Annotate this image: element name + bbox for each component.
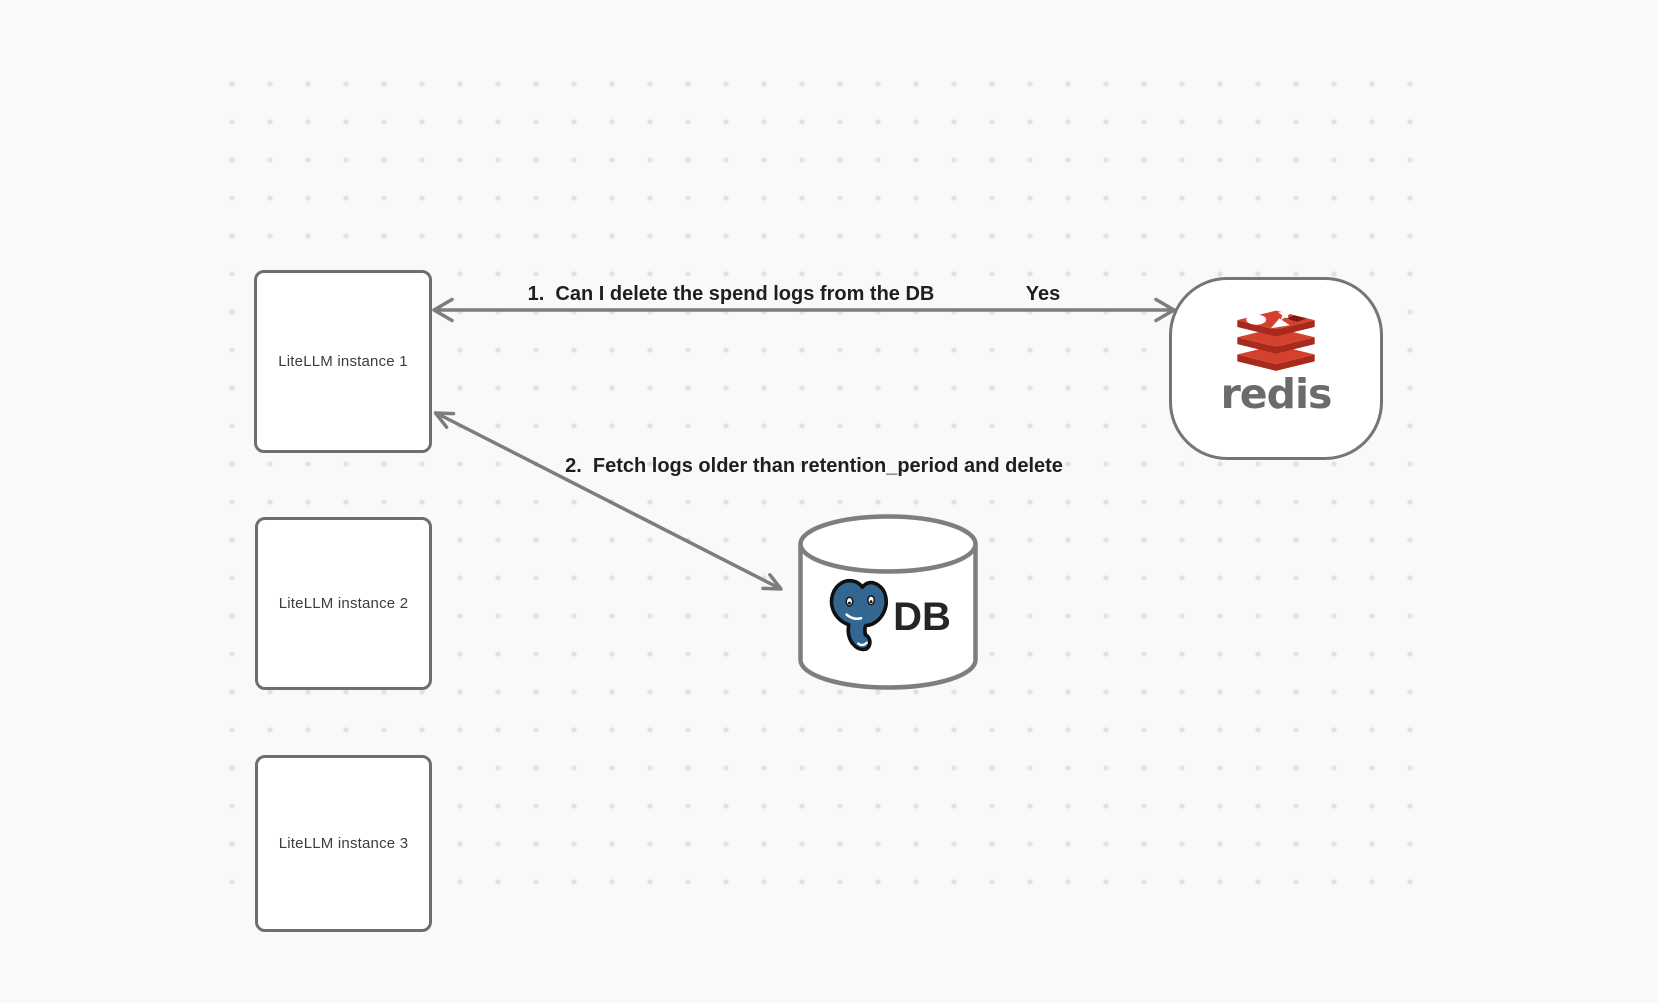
node-litellm-instance-3-label: LiteLLM instance 3 — [278, 835, 409, 852]
edge-2-label[interactable]: 2. Fetch logs older than retention_perio… — [565, 455, 1063, 477]
database-content: DB — [796, 572, 980, 662]
edge-1-response-label[interactable]: Yes — [1025, 283, 1061, 305]
node-litellm-instance-2-label: LiteLLM instance 2 — [278, 595, 409, 612]
edge-1-label[interactable]: 1. Can I delete the spend logs from the … — [527, 283, 935, 305]
node-litellm-instance-3[interactable]: LiteLLM instance 3 — [255, 755, 432, 932]
postgresql-elephant-icon — [829, 578, 889, 651]
node-litellm-instance-1-label: LiteLLM instance 1 — [278, 353, 408, 370]
node-litellm-instance-1[interactable]: LiteLLM instance 1 — [254, 270, 432, 453]
database-label: DB — [893, 595, 951, 639]
node-database[interactable]: DB — [796, 514, 980, 691]
redis-star-shape — [1278, 307, 1292, 321]
node-redis[interactable]: redis — [1169, 277, 1383, 460]
edge-2-arrow[interactable] — [433, 411, 783, 591]
redis-wordmark: redis — [1220, 370, 1333, 418]
redis-stack-icon — [1237, 307, 1315, 371]
node-litellm-instance-2[interactable]: LiteLLM instance 2 — [255, 517, 432, 690]
